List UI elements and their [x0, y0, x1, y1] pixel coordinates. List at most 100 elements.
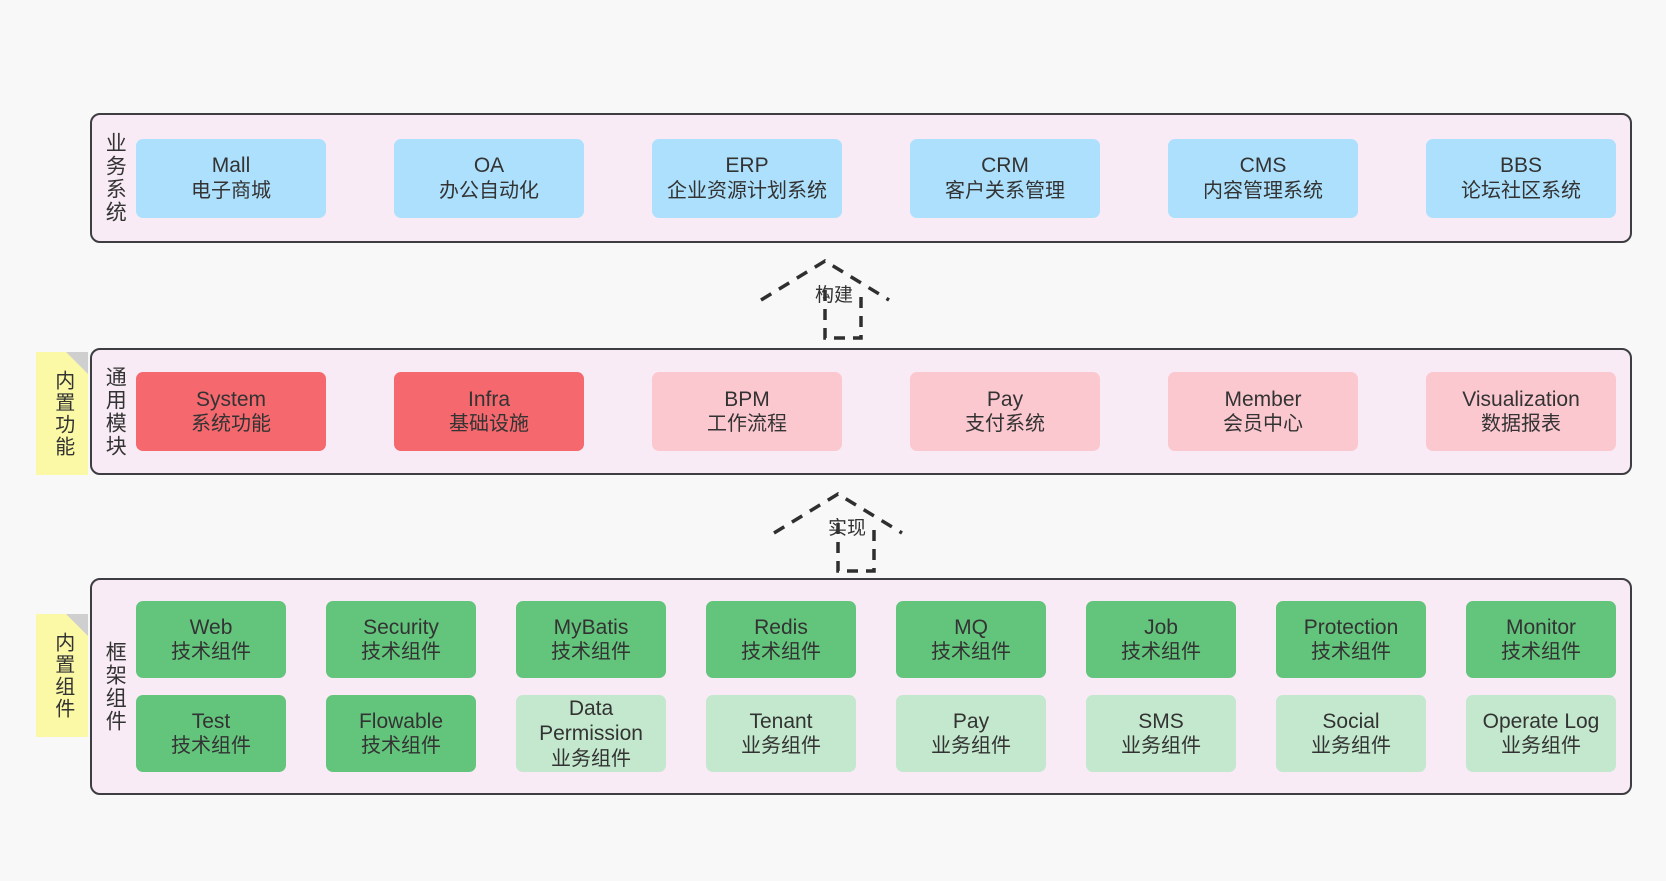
- card-title: Web: [189, 615, 233, 639]
- card-subtitle: 业务组件: [741, 735, 821, 758]
- card-title: Security: [363, 615, 439, 639]
- card-title: CMS: [1239, 154, 1287, 177]
- card-subtitle: 技术组件: [361, 641, 441, 664]
- note-builtin-functions: 内置功能: [36, 352, 88, 475]
- card-subtitle: 技术组件: [1311, 641, 1391, 664]
- card-title: ERP: [725, 154, 769, 177]
- card-title: Infra: [467, 387, 511, 411]
- card-title: SMS: [1138, 709, 1184, 733]
- connector-implement: 实现: [770, 489, 920, 577]
- card-title: Test: [191, 709, 231, 733]
- card-title: Operate Log: [1482, 709, 1600, 733]
- card-title: Social: [1322, 709, 1380, 733]
- band-label-framework-components: 框架组件: [103, 640, 127, 733]
- note-fold-icon: [66, 614, 88, 636]
- card-title: Pay: [952, 709, 990, 733]
- card-subtitle: 内容管理系统: [1203, 179, 1323, 202]
- card-subtitle: 业务组件: [551, 747, 631, 770]
- card-subtitle: 支付系统: [965, 413, 1045, 436]
- card-subtitle: 企业资源计划系统: [667, 179, 827, 202]
- card-title: MyBatis: [553, 615, 629, 639]
- card-subtitle: 技术组件: [1501, 641, 1581, 664]
- connector-build: 构建: [757, 256, 907, 344]
- card-subtitle: 办公自动化: [439, 179, 539, 202]
- card-title: System: [195, 387, 266, 411]
- card-title: Visualization: [1462, 387, 1580, 411]
- card-subtitle: 电子商城: [191, 179, 271, 202]
- connector-build-label: 构建: [815, 285, 854, 306]
- card-subtitle: 技术组件: [931, 641, 1011, 664]
- card-title: Mall: [211, 154, 251, 177]
- card-title: Pay: [986, 387, 1024, 411]
- card-title: BPM: [724, 387, 770, 411]
- card-subtitle: 技术组件: [361, 735, 441, 758]
- card-title: BBS: [1499, 154, 1543, 177]
- card-title: Protection: [1303, 615, 1399, 639]
- card-subtitle: 基础设施: [449, 413, 529, 436]
- card-title: Flowable: [358, 709, 444, 733]
- note-builtin-components-label: 内置组件: [51, 631, 74, 720]
- card-title: Job: [1144, 615, 1178, 639]
- card-title: CRM: [981, 154, 1029, 177]
- card-subtitle: 技术组件: [741, 641, 821, 664]
- note-builtin-functions-label: 内置功能: [51, 369, 74, 458]
- card-subtitle: 技术组件: [551, 641, 631, 664]
- card-subtitle: 工作流程: [707, 413, 787, 436]
- card-subtitle: 业务组件: [1311, 735, 1391, 758]
- card-subtitle: 客户关系管理: [945, 179, 1065, 202]
- card-title: Tenant: [749, 709, 813, 733]
- card-subtitle: 业务组件: [931, 735, 1011, 758]
- card-subtitle: 数据报表: [1481, 413, 1561, 436]
- card-title: MQ: [954, 615, 988, 639]
- card-subtitle: 业务组件: [1501, 735, 1581, 758]
- card-subtitle: 会员中心: [1223, 413, 1303, 436]
- card-title: Data Permission: [539, 696, 643, 746]
- note-fold-icon: [66, 352, 88, 374]
- band-label-business-systems: 业务系统: [103, 132, 127, 224]
- card-title: Monitor: [1505, 615, 1577, 639]
- card-subtitle: 技术组件: [171, 641, 251, 664]
- card-subtitle: 技术组件: [171, 735, 251, 758]
- connector-implement-label: 实现: [828, 518, 867, 539]
- band-label-common-modules: 通用模块: [103, 365, 127, 458]
- card-subtitle: 技术组件: [1121, 641, 1201, 664]
- note-builtin-components: 内置组件: [36, 614, 88, 737]
- card-title: Member: [1224, 387, 1302, 411]
